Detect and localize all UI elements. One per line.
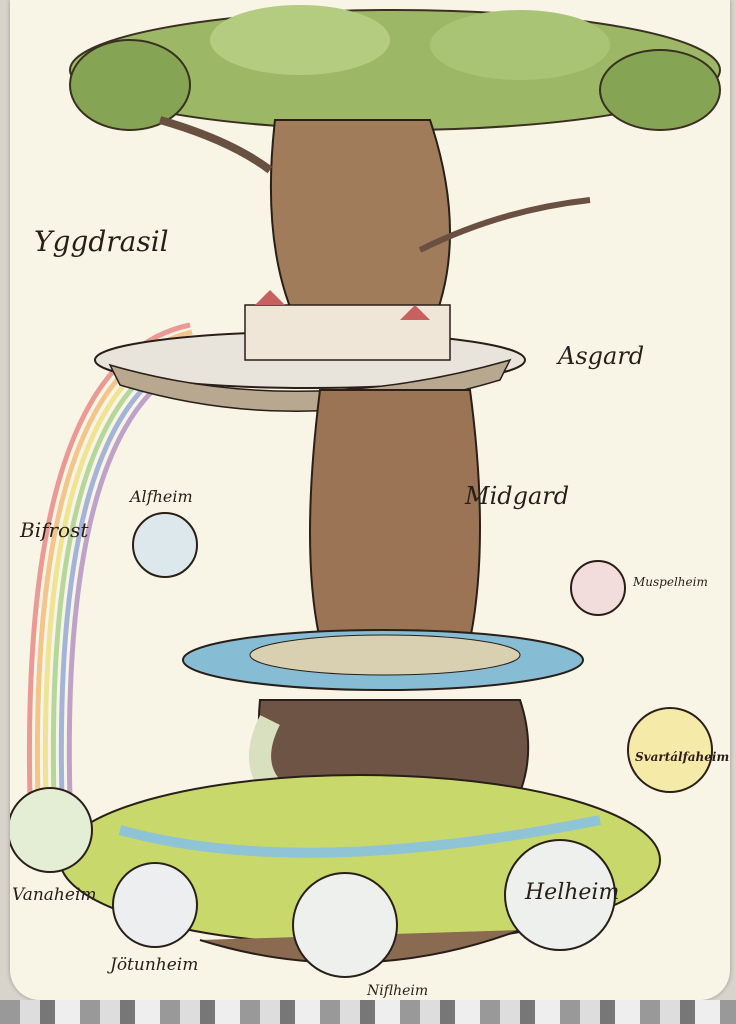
label-alfheim: Alfheim <box>130 487 193 506</box>
svartalfheim-orb <box>627 707 713 793</box>
upper-trunk <box>269 119 451 331</box>
label-bifrost: Bifrost <box>20 518 89 542</box>
alfheim-orb <box>132 512 198 578</box>
title-yggdrasil: Yggdrasil <box>34 225 169 258</box>
tree-canopy <box>69 5 721 131</box>
label-asgard: Asgard <box>558 342 645 370</box>
middle-trunk <box>309 389 481 641</box>
realm-orbs <box>10 512 713 978</box>
muspelheim-orb <box>570 560 626 616</box>
sketchbook-page: Yggdrasil Asgard Midgard Alfheim Bifrost… <box>10 0 730 1000</box>
vanaheim-orb <box>10 787 93 873</box>
label-svartalfheim: Svartálfaheim <box>635 750 730 764</box>
helheim-orb <box>504 839 616 951</box>
label-jotunheim: Jötunheim <box>110 955 199 975</box>
label-vanaheim: Vanaheim <box>12 885 97 905</box>
background-strip <box>0 1000 736 1024</box>
jotunheim-orb <box>112 862 198 948</box>
yggdrasil-illustration <box>10 5 721 978</box>
label-muspelheim: Muspelheim <box>633 575 708 589</box>
niflheim-orb <box>292 872 398 978</box>
label-helheim: Helheim <box>525 880 620 905</box>
label-midgard: Midgard <box>465 482 570 510</box>
label-niflheim: Niflheim <box>367 983 429 999</box>
